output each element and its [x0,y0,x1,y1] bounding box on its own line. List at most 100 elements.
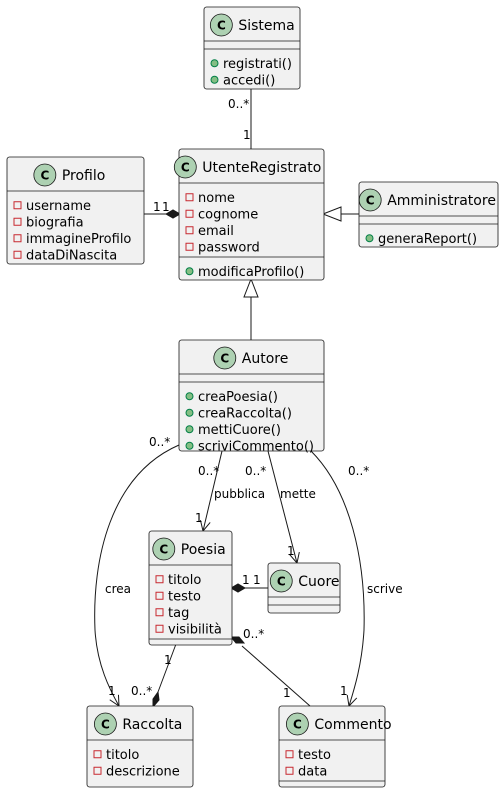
label-mette: mette [280,487,316,501]
class-attribute: titolo [168,573,201,588]
edge-labels: 0..* 1 1 1 pubblica 0..* 1 mette 0..* 1 … [105,97,403,700]
class-stereotype-icon [152,537,176,561]
mult-sistema-end: 0..* [228,97,249,111]
public-visibility-icon [210,75,219,84]
mult-crea-dst: 1 [108,684,116,698]
class-method: accedi() [223,73,275,88]
class-attribute: password [198,240,260,255]
label-crea: crea [105,582,131,596]
public-visibility-icon [185,267,194,276]
mult-crea-src: 0..* [149,435,170,449]
private-visibility-icon [93,750,102,759]
edge-mette [267,450,297,563]
class-name: Amministratore [387,193,496,209]
class-letter-glyph: C [217,19,226,33]
class-attribute: cognome [198,207,258,222]
class-amministratore[interactable]: C Amministratore generaReport() [358,181,499,248]
class-box [178,148,325,281]
class-stereotype-icon [269,569,293,593]
class-method: mettiCuore() [198,423,281,438]
class-name: Autore [242,351,289,367]
class-stereotype-icon [209,13,233,37]
private-visibility-icon [13,234,22,243]
private-visibility-icon [155,575,164,584]
private-visibility-icon [13,201,22,210]
class-stereotype-icon [213,346,237,370]
public-visibility-icon [210,59,219,68]
mult-utente-sistema-end: 1 [243,128,251,142]
class-box [148,530,233,646]
edge-crea [94,444,180,706]
mult-mette-dst: 1 [287,544,295,558]
class-method: creaRaccolta() [198,406,292,421]
mult-poesia-commento-dst: 1 [283,686,291,700]
edge-poesia-raccolta [157,643,177,693]
composition-diamond-poesia-commento [229,636,246,644]
class-letter-glyph: C [293,718,302,732]
class-attribute: biografia [26,215,84,230]
mult-poesia-raccolta-src: 1 [164,653,172,667]
class-stereotype-icon [94,712,117,736]
public-visibility-icon [185,425,194,434]
mult-profilo-end: 1 [153,200,161,214]
class-box [178,339,325,452]
class-letter-glyph: C [366,194,375,208]
class-attribute: descrizione [106,764,180,779]
private-visibility-icon [155,591,164,600]
class-name: UtenteRegistrato [202,160,321,176]
class-attribute: tag [168,606,189,621]
class-method: creaPoesia() [198,390,278,405]
class-letter-glyph: C [277,575,286,589]
mult-mette-src: 0..* [245,464,266,478]
edge-scrive [310,450,365,706]
public-visibility-icon [185,408,194,417]
public-visibility-icon [185,392,194,401]
class-name: Cuore [298,574,339,590]
mult-poesia-cuore-src: 1 [242,573,250,587]
class-stereotype-icon [358,188,382,212]
private-visibility-icon [155,624,164,633]
mult-scrive-src: 0..* [348,464,369,478]
class-attribute: testo [298,748,331,763]
private-visibility-icon [185,226,194,235]
mult-utente-profilo-end: 1 [162,200,170,214]
class-stereotype-icon [173,155,197,179]
class-letter-glyph: C [220,352,229,366]
class-attribute: dataDiNascita [26,248,117,263]
class-attribute: username [26,199,91,214]
class-method: generaReport() [378,232,477,247]
class-name: Poesia [181,542,226,558]
generalization-triangle-amministratore [321,206,342,222]
mult-poesia-raccolta-dst: 0..* [131,684,152,698]
class-letter-glyph: C [40,169,49,183]
class-attribute: email [198,224,234,239]
class-attribute: data [298,764,327,779]
label-pubblica: pubblica [214,487,265,501]
edge-pubblica [203,450,223,531]
private-visibility-icon [185,242,194,251]
edges [94,89,365,709]
class-letter-glyph: C [181,161,190,175]
class-method: modificaProfilo() [198,265,304,280]
mult-poesia-cuore-dst: 1 [253,573,261,587]
generalization-triangle-autore [243,277,259,298]
composition-diamond-poesia-cuore [229,583,247,593]
class-attribute: testo [168,589,201,604]
class-name: Commento [314,717,391,733]
mult-poesia-commento-src: 0..* [243,627,264,641]
class-attribute: immagineProfilo [26,232,131,247]
mult-scrive-dst: 1 [340,684,348,698]
class-cuore[interactable]: C Cuore [267,562,341,614]
public-visibility-icon [365,234,374,243]
private-visibility-icon [13,250,22,259]
class-autore[interactable]: C Autore creaPoesia()creaRaccolta() mettiCu… [178,339,325,454]
class-attribute: titolo [106,748,139,763]
